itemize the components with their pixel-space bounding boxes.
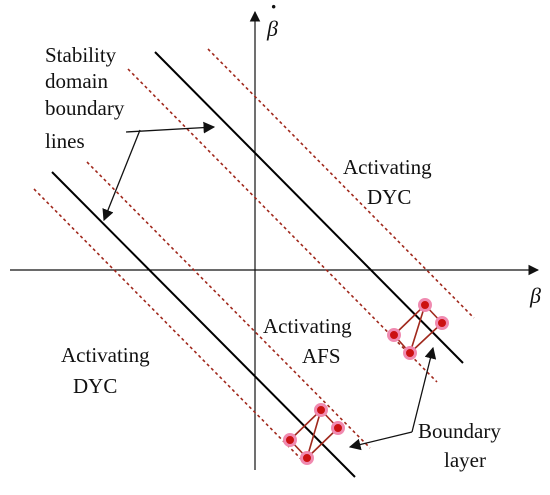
upper-node-bottom: [403, 346, 417, 360]
upper-boundary-line: [154, 51, 464, 364]
stability-pointer-to-upper-line: [125, 121, 216, 134]
upper-node-mesh: [387, 298, 449, 360]
boundary-layer-line-1: Boundary: [418, 419, 501, 443]
activating-afs-label: Activating AFS: [263, 314, 352, 368]
dyc-upper-line-1: Activating: [343, 155, 432, 179]
dyc-lower-line-1: Activating: [61, 343, 150, 367]
stability-label-line-4: lines: [45, 129, 85, 153]
lower-outer-dashed-line: [86, 161, 371, 449]
upper-node-left: [387, 328, 401, 342]
upper-inner-dashed-line: [127, 68, 438, 383]
afs-line-2: AFS: [302, 344, 341, 368]
x-axis-label: β: [529, 283, 541, 308]
boundary-layer-pointer-upper: [411, 346, 437, 433]
lower-node-bottom: [300, 451, 314, 465]
y-axis-label: β: [266, 16, 278, 41]
stability-label-line-2: domain: [45, 69, 108, 93]
boundary-layer-pointer-lower: [348, 431, 413, 451]
lower-node-mesh: [283, 403, 345, 465]
dyc-upper-line-2: DYC: [367, 185, 411, 209]
lower-node-top: [314, 403, 328, 417]
stability-label-line-3: boundary: [45, 96, 125, 120]
activating-dyc-lower-label: Activating DYC: [61, 343, 150, 398]
upper-outer-dashed-line: [207, 48, 475, 319]
upper-node-top: [418, 298, 432, 312]
lower-node-left: [283, 433, 297, 447]
y-axis-label-dot: ·: [270, 0, 277, 19]
stability-domain-label: Stability domain boundary lines: [45, 43, 125, 153]
stability-label-line-1: Stability: [45, 43, 117, 67]
stability-pointer-to-lower-line: [102, 129, 141, 222]
boundary-layer-label: Boundary layer: [418, 419, 501, 472]
lower-inner-dashed-line: [33, 188, 306, 464]
boundary-layer-line-2: layer: [444, 448, 486, 472]
activating-dyc-upper-label: Activating DYC: [343, 155, 432, 209]
afs-line-1: Activating: [263, 314, 352, 338]
dyc-lower-line-2: DYC: [73, 374, 117, 398]
lower-node-right: [331, 421, 345, 435]
upper-node-right: [435, 316, 449, 330]
